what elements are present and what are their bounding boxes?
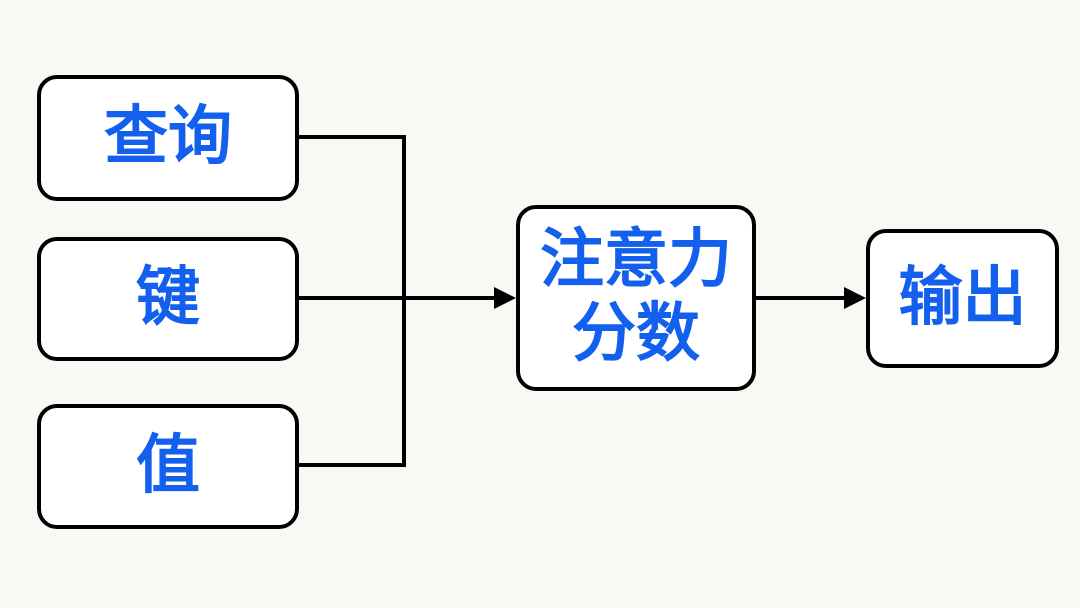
key-box: 键	[37, 237, 299, 361]
output-arrowhead	[844, 287, 866, 309]
attention-score-box: 注意力 分数	[516, 205, 756, 391]
key-label: 键	[136, 261, 200, 336]
output-box: 输出	[866, 229, 1059, 368]
merge-arrowhead	[494, 287, 516, 309]
query-connector	[298, 135, 406, 467]
output-label: 输出	[898, 260, 1027, 335]
query-box: 查询	[37, 75, 299, 201]
value-box: 值	[37, 404, 299, 529]
value-label: 值	[136, 428, 200, 503]
attention-label-line2: 分数	[572, 297, 700, 371]
attention-label-line1: 注意力	[540, 223, 732, 298]
query-label: 查询	[104, 100, 232, 175]
